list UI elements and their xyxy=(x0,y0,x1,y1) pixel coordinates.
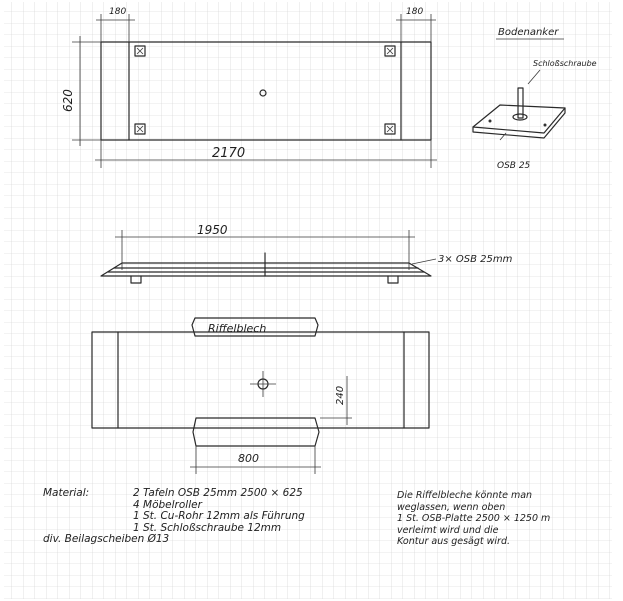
note-line: Kontur aus gesägt wird. xyxy=(397,536,510,547)
note-line: Die Riffelbleche könnte man xyxy=(397,490,533,501)
dim-right-end: 180 xyxy=(406,7,423,17)
castor-symbol xyxy=(384,45,396,57)
bolt-label: Schloßschraube xyxy=(533,59,597,68)
material-line: 4 Möbelroller xyxy=(133,498,202,511)
bottom-view-outline xyxy=(91,331,430,429)
castor-symbol xyxy=(134,123,146,135)
material-line: div. Beilagscheiben Ø13 xyxy=(43,533,170,545)
detail-title: Bodenanker xyxy=(498,27,559,38)
anchor-detail: Bodenanker Schloßschraube OSB 25 xyxy=(472,27,597,171)
castor-symbol xyxy=(384,123,396,135)
note-text: Die Riffelbleche könnte man weglassen, w… xyxy=(397,490,612,548)
layers-label: 3× OSB 25mm xyxy=(438,254,513,265)
top-view: 180 180 620 2170 xyxy=(61,7,437,168)
dim-depth: 240 xyxy=(335,386,346,405)
note-line: 1 St. OSB-Platte 2500 × 1250 m xyxy=(397,513,551,524)
note-line: verleimt wird und die xyxy=(397,524,499,536)
checker-plate-top xyxy=(191,317,319,337)
dim-left-end: 180 xyxy=(109,7,126,17)
castor-symbol xyxy=(134,45,146,57)
side-layer-bottom xyxy=(100,262,432,277)
top-view-outline xyxy=(100,41,432,141)
bolt-shape xyxy=(517,87,524,119)
note-line: weglassen, wenn oben xyxy=(397,501,506,513)
dim-side-length: 1950 xyxy=(197,223,228,237)
castor-side xyxy=(130,275,399,284)
side-view: 1950 3× OSB 25mm xyxy=(100,223,513,284)
material-line: 2 Tafeln OSB 25mm 2500 × 625 xyxy=(133,487,303,499)
dim-height: 620 xyxy=(61,89,75,112)
dim-width: 800 xyxy=(238,452,259,465)
grid-background xyxy=(4,2,612,599)
material-line: 1 St. Schloßschraube 12mm xyxy=(133,521,282,534)
bottom-view: Riffelblech 240 800 xyxy=(91,317,430,474)
dim-length: 2170 xyxy=(212,146,245,161)
material-heading: Material: xyxy=(43,487,90,499)
material-line: 1 St. Cu-Rohr 12mm als Führung xyxy=(133,510,305,522)
plate-label: OSB 25 xyxy=(497,161,531,171)
center-hole xyxy=(259,89,267,97)
checker-plate-label: Riffelblech xyxy=(208,322,266,335)
